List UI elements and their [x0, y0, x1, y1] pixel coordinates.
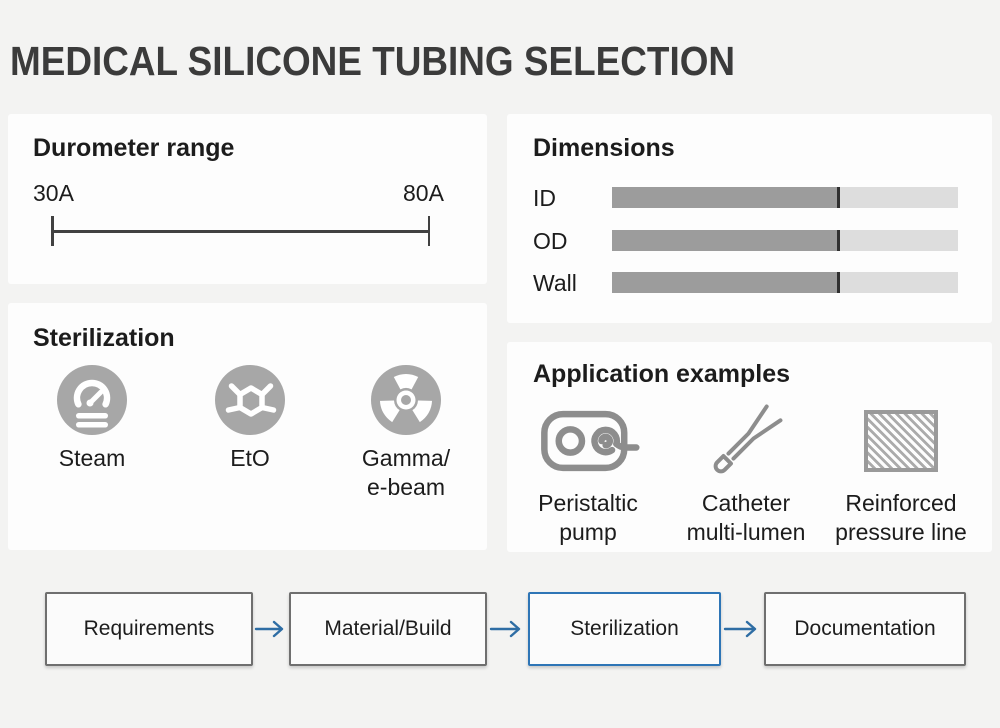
- slider-fill: [612, 230, 837, 251]
- application-reinforced-line: Reinforced pressure line: [821, 402, 981, 547]
- molecule-icon: [215, 365, 285, 435]
- slider-track: [839, 272, 958, 293]
- slider-fill: [612, 272, 837, 293]
- sterilization-method-steam: Steam: [22, 365, 162, 473]
- durometer-max-label: 80A: [403, 180, 444, 206]
- durometer-title: Durometer range: [33, 134, 235, 162]
- workflow-step-material-build[interactable]: Material/Build: [289, 592, 487, 666]
- application-label: Reinforced pressure line: [835, 490, 967, 545]
- workflow-step-sterilization[interactable]: Sterilization: [528, 592, 721, 666]
- flow-arrow-icon: [489, 620, 521, 638]
- slider-marker[interactable]: [836, 272, 840, 293]
- slider-track: [839, 230, 958, 251]
- flow-arrow-icon: [723, 620, 757, 638]
- durometer-range-line: [52, 230, 430, 233]
- applications-panel: Application examples Peristaltic pump: [507, 342, 992, 552]
- dimension-slider-id[interactable]: [612, 187, 958, 208]
- sterilization-method-gamma: Gamma/ e-beam: [336, 365, 476, 502]
- workflow-step-label: Material/Build: [324, 617, 452, 640]
- sterilization-title: Sterilization: [33, 324, 175, 352]
- flow-arrow-icon: [254, 620, 284, 638]
- sterilization-method-eto: EtO: [180, 365, 320, 473]
- slider-marker[interactable]: [836, 230, 840, 251]
- workflow-step-documentation[interactable]: Documentation: [764, 592, 966, 666]
- method-label: EtO: [230, 445, 270, 471]
- dimension-slider-wall[interactable]: [612, 272, 958, 293]
- application-catheter: Catheter multi-lumen: [666, 402, 826, 547]
- dimension-row-label-wall: Wall: [533, 270, 577, 296]
- slider-marker[interactable]: [836, 187, 840, 208]
- slider-track: [839, 187, 958, 208]
- durometer-range-tick-left: [51, 216, 54, 246]
- radiation-icon: [371, 365, 441, 435]
- method-label: Steam: [58, 445, 126, 471]
- workflow-step-label: Sterilization: [570, 617, 679, 640]
- sterilization-panel: Sterilization Steam: [8, 303, 487, 550]
- durometer-panel: Durometer range 30A 80A: [8, 114, 487, 284]
- dimension-row-label-od: OD: [533, 228, 568, 254]
- application-label: Catheter multi-lumen: [686, 490, 806, 545]
- application-label: Peristaltic pump: [538, 490, 638, 545]
- dimensions-title: Dimensions: [533, 134, 675, 162]
- page-title: MEDICAL SILICONE TUBING SELECTION: [10, 38, 736, 84]
- method-label: Gamma/ e-beam: [361, 445, 451, 500]
- dimension-slider-od[interactable]: [612, 230, 958, 251]
- hatched-square-icon: [846, 402, 956, 480]
- workflow-step-label: Requirements: [83, 617, 215, 640]
- slider-fill: [612, 187, 837, 208]
- workflow-step-requirements[interactable]: Requirements: [45, 592, 253, 666]
- dimension-row-label-id: ID: [533, 185, 556, 211]
- workflow-step-label: Documentation: [794, 617, 936, 640]
- peristaltic-pump-icon: [532, 402, 644, 480]
- durometer-min-label: 30A: [33, 180, 74, 206]
- catheter-icon: [696, 402, 796, 480]
- application-peristaltic-pump: Peristaltic pump: [508, 402, 668, 547]
- applications-title: Application examples: [533, 360, 791, 388]
- dimensions-panel: Dimensions ID OD Wall: [507, 114, 992, 323]
- gauge-icon: [57, 365, 127, 435]
- durometer-range-tick-right: [427, 216, 430, 246]
